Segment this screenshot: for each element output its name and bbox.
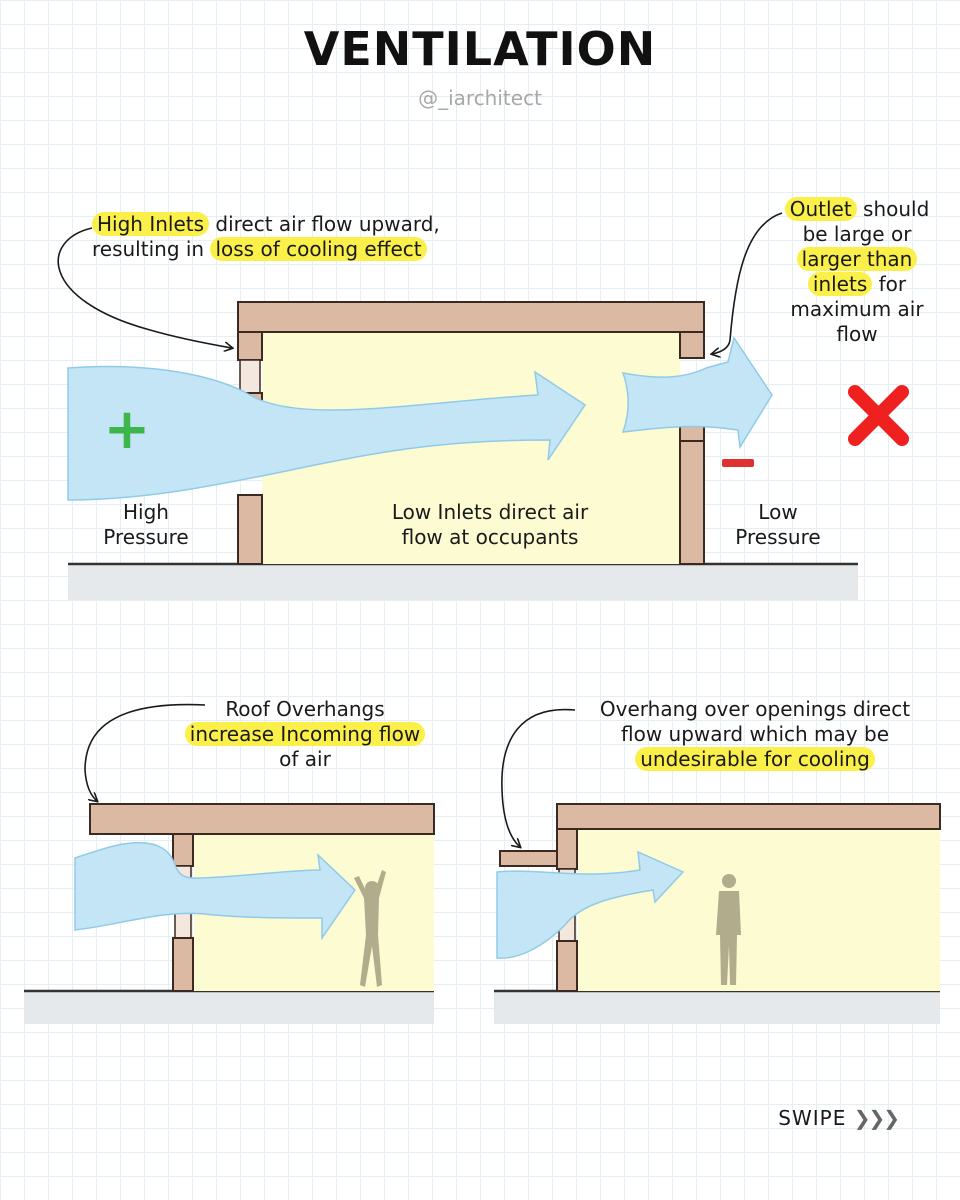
person-standing-icon — [716, 874, 741, 985]
swipe-arrows-icon: ❯❯❯ — [853, 1106, 900, 1130]
outlet-text-4: maximum air — [790, 297, 924, 321]
low-inlets-line-1: Low Inlets direct air — [391, 500, 589, 524]
incoming-air-flow — [67, 365, 587, 501]
ground-shadow — [68, 565, 858, 600]
roof-overhangs-note: Roof Overhangs increase Incoming flow of… — [155, 697, 455, 772]
high-inlet-opening — [239, 359, 261, 394]
high-inlets-pointer — [57, 227, 232, 348]
high-pressure-line-1: High — [123, 500, 169, 524]
roof-overhang-left — [89, 803, 435, 835]
high-inlets-note: High Inlets direct air flow upward, resu… — [92, 212, 440, 262]
low-pressure-line-2: Pressure — [735, 525, 821, 549]
low-inlets-note: Low Inlets direct air flow at occupants — [330, 500, 650, 550]
outlet-text-3: for — [872, 272, 907, 296]
right-wall-top — [679, 331, 705, 359]
roof — [237, 301, 705, 333]
cross-icon — [848, 385, 909, 446]
roof-right — [556, 803, 941, 830]
left-wall-top — [237, 331, 263, 361]
wall-right-lower — [556, 940, 578, 992]
outlet-text-2: be large or — [802, 222, 912, 246]
highlight-high-inlets: High Inlets — [92, 212, 210, 236]
highlight-inlets: inlets — [807, 272, 873, 296]
high-pressure-line-2: Pressure — [103, 525, 189, 549]
swipe-button[interactable]: SWIPE ❯❯❯ — [778, 1106, 900, 1130]
bottom-left-diagram — [24, 703, 435, 1024]
highlight-outlet: Outlet — [784, 197, 857, 221]
incoming-air-flow-left — [74, 841, 356, 941]
low-inlets-line-2: flow at occupants — [401, 525, 579, 549]
ground-shadow-left — [24, 992, 434, 1024]
incoming-air-flow-right — [496, 850, 685, 959]
highlight-larger-than: larger than — [796, 247, 918, 271]
outlet-pointer — [712, 212, 783, 354]
wall-right-upper — [556, 828, 578, 870]
bottom-right-diagram — [494, 708, 941, 1024]
swipe-label: SWIPE — [778, 1106, 847, 1130]
high-inlets-text-2: resulting in — [92, 237, 211, 261]
high-pressure-label: High Pressure — [86, 500, 206, 550]
low-pressure-label: Low Pressure — [718, 500, 838, 550]
ground-shadow-right — [494, 992, 940, 1024]
roof-overhangs-text-2: of air — [279, 747, 331, 771]
outlet-note: Outlet should be large or larger than in… — [762, 197, 952, 347]
outlet-text-1: should — [856, 197, 930, 221]
roof-overhangs-text-1: Roof Overhangs — [225, 697, 385, 721]
highlight-loss-of-cooling: loss of cooling effect — [210, 237, 427, 261]
low-pressure-line-1: Low — [758, 500, 798, 524]
opening-overhang-right — [499, 850, 558, 867]
overhang-pointer-left — [84, 703, 206, 801]
high-inlets-text-1: direct air flow upward, — [209, 212, 440, 236]
overhang-pointer-right — [501, 708, 576, 847]
minus-sign — [722, 459, 754, 467]
highlight-increase-flow: increase Incoming flow — [184, 722, 426, 746]
top-diagram: + — [57, 212, 909, 600]
outlet-text-5: flow — [836, 322, 878, 346]
author-handle: @_iarchitect — [418, 86, 542, 110]
outgoing-air-flow — [621, 336, 773, 450]
wall-left-upper — [172, 833, 194, 867]
left-wall-bottom — [237, 494, 263, 565]
room-interior-right — [578, 829, 940, 991]
overhang-openings-text-1: Overhang over openings direct — [599, 697, 911, 721]
overhang-openings-note: Overhang over openings direct flow upwar… — [570, 697, 940, 772]
right-wall-bottom — [679, 440, 705, 565]
person-arms-raised-icon — [354, 870, 386, 987]
page-title: VENTILATION — [303, 22, 657, 76]
wall-left-lower — [172, 937, 194, 992]
overhang-openings-text-2: flow upward which may be — [620, 722, 889, 746]
plus-sign: + — [104, 397, 151, 462]
highlight-undesirable: undesirable for cooling — [635, 747, 875, 771]
